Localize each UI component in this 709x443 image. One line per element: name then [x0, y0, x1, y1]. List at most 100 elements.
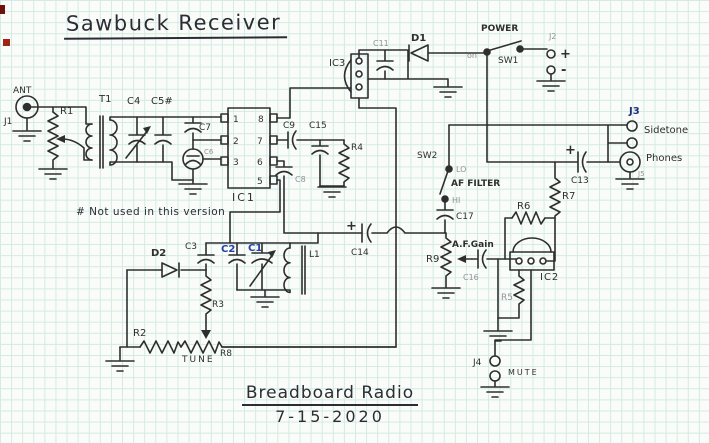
label-j2p: + — [560, 47, 571, 62]
label-r2: R2 — [133, 328, 146, 339]
audio-amp-ic2 — [509, 237, 555, 271]
label-on: on — [467, 51, 477, 60]
resistor-r5 — [497, 269, 525, 319]
label-power: POWER — [481, 24, 518, 34]
label-c8: C8 — [295, 175, 306, 184]
label-j3: J3 — [628, 106, 640, 117]
amp-ground-leg — [483, 258, 513, 342]
not-used-note: # Not used in this version — [76, 206, 226, 218]
label-pin2: 2 — [233, 137, 239, 147]
label-j2: J2 — [548, 32, 556, 41]
capacitor-c3 — [197, 242, 215, 271]
label-pin6: 6 — [257, 158, 263, 168]
label-ant: ANT — [13, 86, 32, 96]
label-j5: J5 — [637, 170, 645, 178]
ic1-output-network — [229, 87, 363, 244]
label-j2m: - — [561, 63, 566, 78]
label-c6: C6 — [204, 148, 214, 156]
rf-gain-pot-r1 — [38, 111, 93, 180]
oscillator-rail — [205, 232, 319, 244]
label-lo: LO — [456, 165, 466, 174]
varactor-d2 — [126, 262, 207, 278]
output-capacitor-c13 — [577, 151, 621, 173]
label-mute: MUTE — [508, 368, 539, 377]
footer-date: 7-15-2020 — [275, 407, 385, 426]
label-c14: C14 — [351, 248, 369, 258]
variable-capacitor-c4 — [125, 116, 151, 163]
label-c7: C7 — [199, 123, 211, 133]
label-c2: C2 — [221, 244, 235, 255]
label-c5: C5# — [151, 96, 173, 107]
label-phones: Phones — [646, 153, 682, 164]
label-c13: C13 — [571, 176, 589, 186]
footer-caption: Breadboard Radio 7-15-2020 — [240, 383, 420, 426]
sidetone-rail — [448, 120, 638, 163]
label-c15: C15 — [309, 121, 327, 131]
label-r5: R5 — [501, 293, 513, 303]
trimmer-capacitor-c6 — [178, 139, 222, 195]
capacitor-c7 — [184, 116, 202, 150]
label-c9: C9 — [283, 121, 295, 131]
label-tune: TUNE — [181, 355, 215, 365]
label-pin1: 1 — [233, 115, 239, 125]
label-c13p: + — [565, 143, 576, 158]
regulator-input-rail — [367, 49, 463, 98]
label-d1: D1 — [411, 33, 426, 44]
label-ic2: IC2 — [540, 272, 559, 283]
label-r3: R3 — [212, 300, 224, 310]
label-ic3: IC3 — [329, 58, 345, 69]
label-pin3: 3 — [233, 158, 239, 168]
label-c1: C1 — [248, 243, 262, 254]
label-pin5: 5 — [257, 177, 263, 187]
coupling-capacitor-c14 — [361, 223, 447, 243]
label-r6: R6 — [517, 201, 530, 212]
transformer-t1 — [85, 115, 222, 181]
capacitor-c16 — [477, 249, 517, 269]
tune-pot-r8-r2 — [105, 269, 397, 372]
feedback-resistor-r6 — [504, 211, 556, 260]
label-ic1: IC1 — [232, 191, 256, 204]
label-hi: HI — [452, 196, 460, 205]
label-c3: C3 — [185, 242, 197, 252]
label-affilter: AF FILTER — [451, 179, 500, 189]
label-c11: C11 — [373, 39, 389, 48]
label-r1: R1 — [60, 106, 73, 117]
label-sw1: SW1 — [498, 56, 518, 66]
scan-marks — [0, 5, 10, 46]
resistor-r7 — [546, 161, 561, 262]
label-pin7: 7 — [257, 137, 263, 147]
label-l1: L1 — [309, 250, 320, 260]
resistor-r3-wiper — [200, 269, 212, 339]
variable-capacitor-c1 — [249, 242, 276, 291]
label-sw2: SW2 — [417, 151, 437, 161]
af-filter-switch-sw2 — [436, 124, 454, 234]
label-j4: J4 — [472, 358, 482, 368]
capacitor-c2 — [228, 242, 246, 291]
label-c14p: + — [346, 219, 357, 234]
phones-jack — [615, 151, 645, 190]
inductor-l1 — [236, 242, 306, 308]
label-sidetone: Sidetone — [644, 125, 688, 136]
power-rail — [358, 40, 566, 92]
label-r9: R9 — [426, 254, 439, 265]
label-j1: J1 — [3, 117, 12, 127]
ic1-body — [220, 107, 278, 189]
capacitor-c5 — [154, 116, 172, 163]
label-r7: R7 — [562, 191, 575, 202]
footer-title: Breadboard Radio — [241, 383, 419, 406]
label-d2: D2 — [151, 248, 166, 259]
label-r8: R8 — [220, 349, 232, 359]
label-c16: C16 — [463, 273, 479, 282]
af-gain-pot-r9 — [431, 232, 478, 299]
label-c17: C17 — [456, 212, 474, 222]
label-r4: R4 — [351, 143, 363, 153]
label-afgain: A.F.Gain — [452, 240, 494, 250]
label-t1: T1 — [98, 94, 111, 105]
label-pin8: 8 — [258, 115, 264, 125]
switched-supply-line — [486, 50, 578, 163]
label-c4: C4 — [127, 96, 140, 107]
mute-line-j4 — [480, 269, 532, 398]
